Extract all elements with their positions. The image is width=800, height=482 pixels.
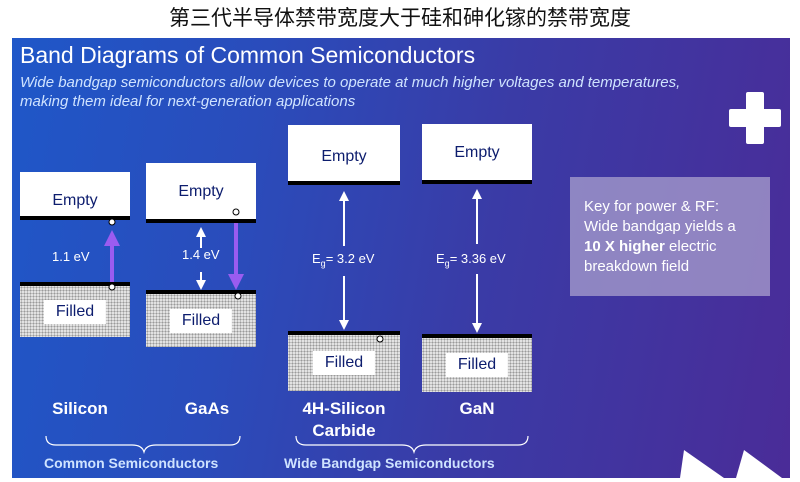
- sic-gap-sub: g: [320, 258, 326, 269]
- sic-name: 4H-Silicon Carbide: [282, 398, 406, 442]
- silicon-name: Silicon: [52, 399, 108, 418]
- silicon-gap-label: 1.1 eV: [52, 249, 90, 264]
- sic-gap-value: = 3.2 eV: [325, 251, 375, 266]
- slide-subtitle: Wide bandgap semiconductors allow device…: [20, 74, 681, 110]
- sic-gap-prefix: E: [312, 251, 321, 266]
- silicon-hole: [108, 283, 116, 291]
- key-line4: breakdown field: [584, 258, 690, 275]
- gan-gap-prefix: E: [436, 251, 445, 266]
- sic-name-line1: 4H-Silicon: [302, 399, 386, 418]
- gan-filled-band: Filled: [422, 334, 532, 392]
- sic-name-line2: Carbide: [312, 421, 376, 440]
- silicon-electron: [108, 218, 116, 226]
- sic-gap-label: Eg= 3.2 eV: [312, 251, 374, 269]
- gan-gap-sub: g: [444, 258, 450, 269]
- gaas-name: GaAs: [184, 399, 230, 418]
- gaas-gap-label: 1.4 eV: [182, 247, 220, 262]
- silicon-filled-label: Filled: [43, 299, 107, 324]
- slide-title: Band Diagrams of Common Semiconductors: [20, 42, 476, 68]
- key-line3: electric: [664, 238, 717, 255]
- gaas-filled-band: Filled: [146, 290, 256, 347]
- key-bold: 10 X higher: [584, 238, 665, 255]
- gan-empty-label: Empty: [454, 144, 500, 161]
- key-line1: Key for power & RF:: [584, 198, 720, 215]
- sic-empty-band: Empty: [288, 125, 400, 185]
- silicon-empty-band: Empty: [20, 172, 130, 220]
- plus-logo: [729, 92, 781, 144]
- gaas-empty-label: Empty: [178, 183, 224, 200]
- gan-gap-label: Eg= 3.36 eV: [436, 251, 506, 269]
- corner-chevron-1: [680, 450, 724, 478]
- wide-group-label: Wide Bandgap Semiconductors: [284, 455, 495, 471]
- corner-chevron-2: [736, 450, 782, 478]
- gaas-filled-label: Filled: [169, 308, 233, 333]
- common-group-bracket: [45, 435, 241, 455]
- silicon-filled-band: Filled: [20, 282, 130, 337]
- sic-hole: [376, 335, 384, 343]
- key-line2: Wide bandgap yields a: [584, 218, 736, 235]
- common-group-label: Common Semiconductors: [44, 455, 219, 471]
- sic-filled-band: Filled: [288, 331, 400, 391]
- slide: Band Diagrams of Common Semiconductors W…: [12, 38, 790, 478]
- sic-filled-label: Filled: [312, 351, 376, 375]
- gan-gap-value: = 3.36 eV: [449, 251, 506, 266]
- gan-empty-band: Empty: [422, 124, 532, 184]
- gan-filled-label: Filled: [445, 353, 509, 377]
- sic-empty-label: Empty: [321, 148, 367, 165]
- silicon-empty-label: Empty: [52, 192, 98, 209]
- page-title: 第三代半导体禁带宽度大于硅和砷化镓的禁带宽度: [169, 6, 631, 30]
- gan-name: GaN: [459, 399, 495, 418]
- wide-group-bracket: [295, 435, 529, 455]
- key-box: Key for power & RF: Wide bandgap yields …: [570, 177, 770, 296]
- band-arrows: [45, 92, 782, 478]
- gaas-electron: [232, 208, 240, 216]
- gaas-hole: [234, 292, 242, 300]
